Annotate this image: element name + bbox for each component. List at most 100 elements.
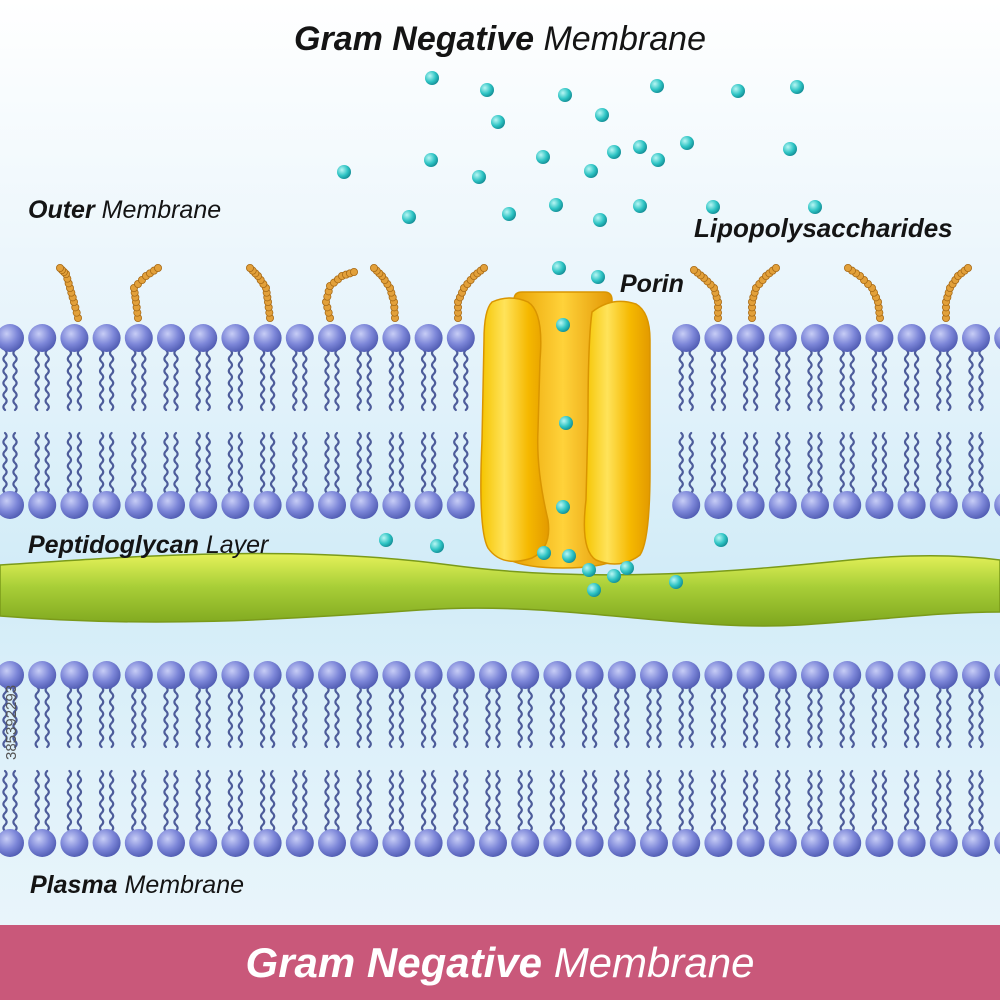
- phospholipid-head: [253, 491, 282, 519]
- phospholipid-head: [833, 829, 862, 857]
- phospholipid-head: [929, 324, 958, 352]
- lipid-tail: [420, 685, 427, 749]
- solute-molecule: [552, 261, 566, 275]
- phospholipid-head: [28, 324, 57, 352]
- lipid-tail: [66, 348, 73, 412]
- lipid-tail: [76, 769, 83, 833]
- lipid-tail: [430, 348, 437, 412]
- lipid-tail: [968, 769, 974, 833]
- phospholipid-head: [382, 491, 411, 519]
- lipid-tail: [430, 431, 437, 495]
- phospholipid-head: [543, 829, 572, 857]
- phospholipid-head: [253, 661, 282, 689]
- lipid-tail: [881, 431, 888, 495]
- lipid-tail: [495, 769, 501, 833]
- lipid-tail: [259, 769, 266, 833]
- phospholipid-head: [768, 661, 797, 689]
- lipid-tail: [688, 685, 694, 749]
- phospholipid-head: [994, 326, 1000, 350]
- solute-molecule: [562, 549, 576, 563]
- lipid-tail: [591, 685, 598, 749]
- phospholipid-head: [350, 491, 379, 519]
- lipid-tail: [131, 431, 137, 495]
- phospholipid-head: [124, 491, 153, 519]
- lipid-tail: [903, 769, 910, 833]
- phospholipid-head: [60, 661, 89, 689]
- phospholipid-head: [446, 491, 475, 519]
- lipid-tail: [227, 348, 234, 412]
- plasma-membrane-bilayer: [0, 661, 1000, 857]
- solute-molecule: [472, 170, 486, 184]
- solute-molecule: [706, 200, 720, 214]
- phospholipid-head: [897, 661, 926, 689]
- lipid-tail: [141, 769, 147, 833]
- phospholipid-head: [865, 324, 894, 352]
- phospholipid-head: [833, 491, 862, 519]
- phospholipid-head: [704, 661, 733, 689]
- solute-molecule: [559, 416, 573, 430]
- phospholipid-head: [92, 661, 121, 689]
- lipid-tail: [720, 348, 727, 412]
- lipid-tail: [785, 431, 791, 495]
- lipid-tail: [292, 685, 298, 749]
- lipid-tail: [141, 685, 147, 749]
- lipid-tail: [720, 431, 727, 495]
- phospholipid-head: [672, 324, 701, 352]
- phospholipid-head: [350, 829, 379, 857]
- lipopolysaccharides-label: Lipopolysaccharides: [694, 213, 953, 243]
- porin-channel: [480, 291, 651, 569]
- lipid-tail: [807, 685, 813, 749]
- lipid-tail: [817, 348, 823, 412]
- lipid-tail: [688, 431, 694, 495]
- lipid-tail: [163, 769, 169, 833]
- phospholipid-head: [253, 829, 282, 857]
- lipid-tail: [2, 348, 8, 412]
- lipid-tail: [173, 685, 179, 749]
- lps-bead: [245, 263, 254, 272]
- lipid-tail: [173, 431, 179, 495]
- lipid-tail: [752, 431, 759, 495]
- lipid-tail: [463, 348, 469, 412]
- plasma-membrane-label-bold: Plasma: [30, 871, 118, 899]
- lipid-tail: [936, 769, 942, 833]
- lipid-tail: [44, 431, 50, 495]
- lipid-tail: [324, 431, 330, 495]
- lipid-tail: [324, 769, 330, 833]
- phospholipid-head: [833, 661, 862, 689]
- phospholipid-head: [318, 661, 346, 689]
- lipid-tail: [98, 348, 105, 412]
- solute-molecule: [337, 165, 351, 179]
- lipid-tail: [237, 769, 244, 833]
- lipid-tail: [173, 348, 179, 412]
- phospholipid-head: [994, 663, 1000, 687]
- lipid-tail: [195, 769, 201, 833]
- lipid-tail: [936, 348, 942, 412]
- lipid-tail: [913, 769, 920, 833]
- phospholipid-head: [801, 829, 829, 857]
- lipid-tail: [195, 348, 201, 412]
- lipid-tail: [785, 769, 791, 833]
- solute-molecule: [633, 140, 647, 154]
- lps-bead: [772, 263, 781, 272]
- lipid-tail: [2, 431, 8, 495]
- lipid-tail: [463, 431, 469, 495]
- solute-molecule: [620, 561, 634, 575]
- lipid-tail: [785, 348, 791, 412]
- phospholipid-head: [0, 491, 24, 519]
- lipid-tail: [366, 431, 372, 495]
- phospholipid-head: [640, 661, 668, 689]
- lipid-tail: [237, 685, 244, 749]
- phospholipid-head: [92, 491, 121, 519]
- phospholipid-head: [350, 661, 379, 689]
- lipid-tail: [807, 431, 813, 495]
- phospholipid-head: [414, 661, 443, 689]
- lipid-tail: [453, 685, 459, 749]
- phospholipid-head: [92, 829, 121, 857]
- lipid-tail: [108, 431, 115, 495]
- lipid-tail: [108, 769, 115, 833]
- stock-id: 385392293: [3, 684, 20, 760]
- lipid-tail: [131, 769, 137, 833]
- phospholipid-head: [124, 661, 153, 689]
- lipid-tail: [366, 348, 372, 412]
- phospholipid-head: [124, 829, 153, 857]
